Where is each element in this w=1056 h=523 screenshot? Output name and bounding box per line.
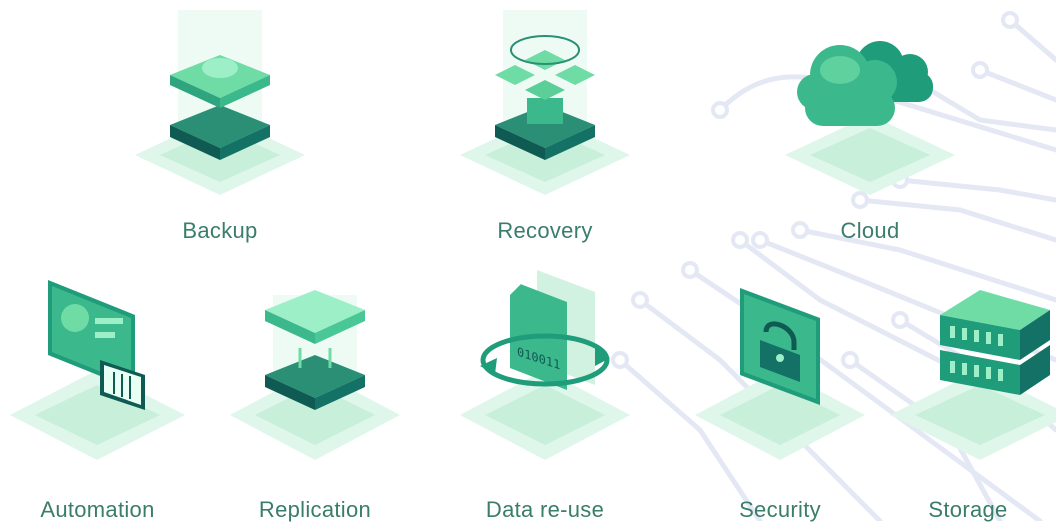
feature-label: Backup [182,218,258,243]
feature-label: Storage [928,497,1008,522]
feature-recovery: Recovery [445,10,645,250]
feature-label: Data re-use [485,497,605,522]
padlock-panel-icon [695,288,865,460]
feature-data-reuse: 010011 Data re-use [445,270,645,522]
feature-label: Security [739,497,821,522]
feature-security: Security [680,270,880,522]
cloud-icon [785,41,955,195]
feature-cloud: Cloud [770,10,970,250]
dashboard-sliders-icon [10,280,185,460]
recovery-grid-icon [460,10,630,195]
replication-stack-icon [230,290,400,460]
feature-label: Replication [258,497,372,522]
feature-backup: Backup [120,10,320,250]
feature-replication: Replication [215,270,415,522]
feature-label: Cloud [840,218,900,243]
server-rack-icon [890,290,1056,460]
feature-automation: Automation [0,270,195,522]
binary-file-cycle-icon: 010011 [460,270,630,460]
feature-label: Automation [40,497,155,522]
backup-stack-icon [135,10,305,195]
feature-label: Recovery [497,218,593,243]
feature-storage: Storage [890,270,1056,522]
